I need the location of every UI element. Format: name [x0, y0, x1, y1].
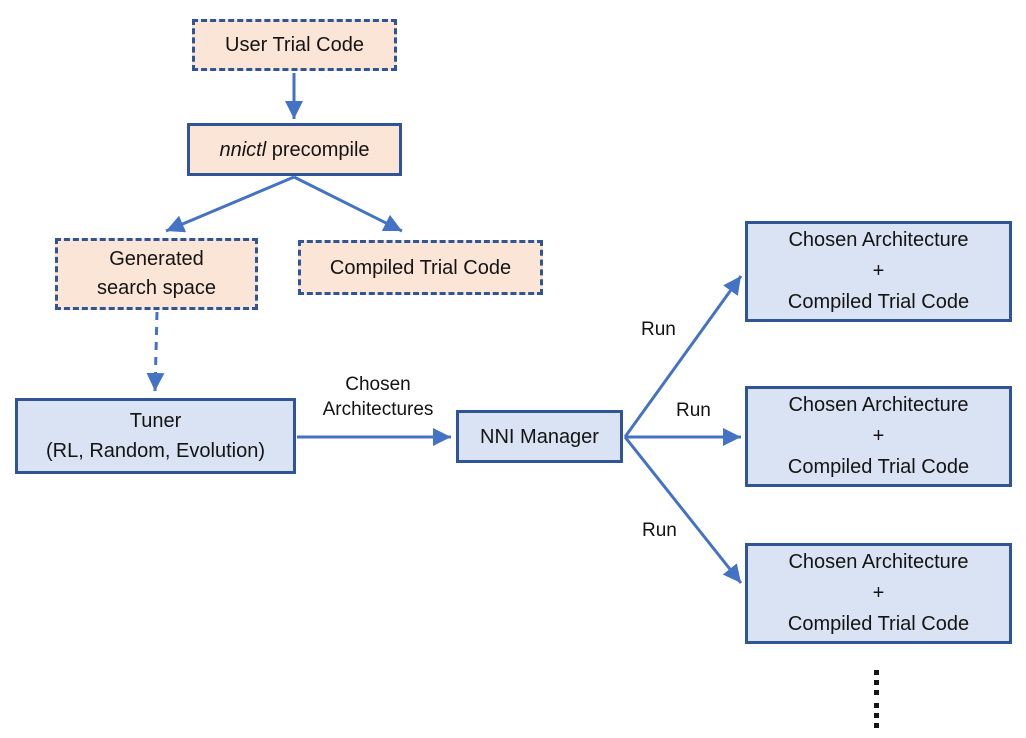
- ellipsis-dot: [874, 713, 879, 718]
- edge-label-run-bottom: Run: [642, 520, 677, 541]
- vertical-ellipsis-icon: [874, 670, 879, 733]
- trial1-line2: +: [872, 260, 885, 282]
- edge-label-run-middle: Run: [676, 400, 711, 421]
- tuner-line2: (RL, Random, Evolution): [46, 440, 265, 462]
- arrow-nni-manager-to-trial-3: [623, 436, 743, 584]
- compiled-trial-code-label: Compiled Trial Code: [329, 256, 512, 279]
- node-compiled-trial-code: Compiled Trial Code: [298, 240, 543, 295]
- precompile-text: precompile: [271, 138, 370, 161]
- trial2-line1: Chosen Architecture: [788, 394, 969, 416]
- ellipsis-dot: [874, 703, 879, 708]
- ellipsis-dot: [874, 690, 879, 695]
- trial2-line3: Compiled Trial Code: [787, 456, 970, 478]
- arrow-precompile-to-compiled-code: [293, 175, 403, 233]
- search-space-line1: Generated: [109, 248, 204, 270]
- node-user-trial-code: User Trial Code: [192, 19, 397, 71]
- ellipsis-dot: [874, 670, 879, 675]
- trial3-line3: Compiled Trial Code: [787, 613, 970, 635]
- nni-manager-label: NNI Manager: [480, 425, 599, 448]
- ellipsis-dot: [874, 680, 879, 685]
- node-nnictl-precompile: nnictl precompile: [187, 123, 402, 176]
- edge-label-chosen-architectures: Chosen Architectures: [308, 372, 448, 422]
- trial3-line2: +: [872, 582, 885, 604]
- nnictl-precompile-label: nnictl precompile: [219, 137, 369, 163]
- trial3-line1: Chosen Architecture: [788, 551, 969, 573]
- node-tuner: Tuner (RL, Random, Evolution): [15, 398, 296, 474]
- arrow-search-space-to-tuner-dashed: [146, 311, 165, 392]
- chosen-architectures-line2: Architectures: [322, 399, 434, 420]
- arrow-precompile-to-search-space: [165, 175, 295, 233]
- node-nni-manager: NNI Manager: [456, 410, 623, 463]
- nnictl-command-text: nnictl: [219, 138, 267, 161]
- trial1-line1: Chosen Architecture: [788, 229, 969, 251]
- trial1-line3: Compiled Trial Code: [787, 291, 970, 313]
- edge-label-run-top: Run: [641, 319, 676, 340]
- node-trial-box-1: Chosen Architecture + Compiled Trial Cod…: [745, 221, 1012, 322]
- chosen-architectures-line1: Chosen: [345, 374, 411, 395]
- node-generated-search-space: Generated search space: [55, 238, 258, 310]
- node-trial-box-2: Chosen Architecture + Compiled Trial Cod…: [745, 386, 1012, 487]
- search-space-line2: search space: [97, 277, 216, 299]
- tuner-line1: Tuner: [129, 410, 182, 432]
- ellipsis-dot: [874, 723, 879, 728]
- node-trial-box-3: Chosen Architecture + Compiled Trial Cod…: [745, 543, 1012, 644]
- trial2-line2: +: [872, 425, 885, 447]
- user-trial-code-label: User Trial Code: [225, 34, 364, 56]
